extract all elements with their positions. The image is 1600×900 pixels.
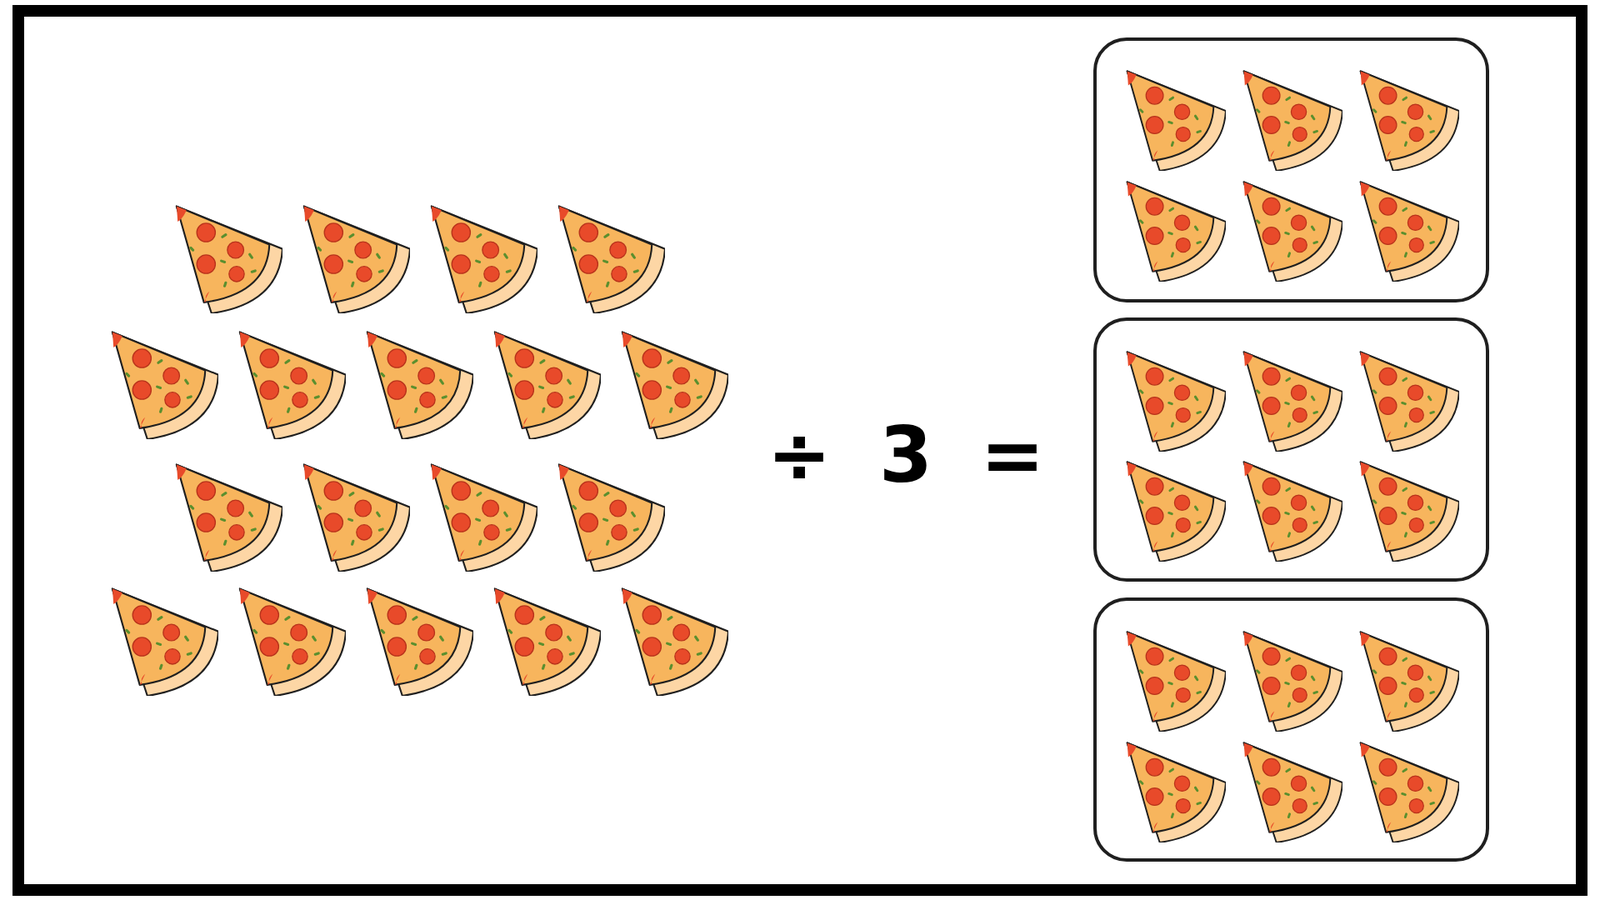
pizza-slice [176, 206, 283, 314]
pizza-slice [112, 332, 219, 440]
operator-symbol: ÷ [766, 417, 831, 495]
pizza-slice [1360, 351, 1460, 452]
pizza-slice [304, 206, 410, 314]
pizza-slice [1244, 181, 1343, 282]
pizza-slice [431, 465, 538, 572]
pizza-slice [176, 465, 283, 572]
pizza-slice [1360, 461, 1460, 562]
pizza-slice [1244, 70, 1343, 171]
pizza-slice [431, 206, 538, 314]
pizza-slice [1127, 631, 1226, 732]
group-box [1095, 319, 1488, 580]
pizza-slice [495, 589, 601, 696]
pizza-slice [1244, 742, 1343, 843]
group-box [1095, 39, 1488, 301]
pizza-slice [240, 332, 346, 440]
pizza-slice [559, 206, 665, 314]
pizza-slice [112, 589, 219, 696]
group-box [1095, 599, 1488, 860]
pizza-slice [1244, 351, 1343, 452]
operator-symbol: = [980, 417, 1045, 495]
pizza-slice [1127, 351, 1226, 452]
pizza-slice [622, 332, 729, 440]
divisor-number: 3 [879, 417, 933, 495]
pizza-slice [622, 589, 729, 696]
pizza-slice [559, 465, 665, 572]
outer-frame [18, 10, 1582, 890]
pizza-slice [1127, 461, 1226, 562]
pizza-slice [495, 332, 601, 440]
pizza-slice [304, 465, 410, 572]
pizza-slice [1360, 181, 1460, 282]
pizza-slice [240, 589, 346, 696]
pizza-slice [367, 589, 474, 696]
pizza-slice [1127, 742, 1226, 843]
pizza-group [1127, 70, 1460, 843]
pizza-slice [1360, 70, 1460, 171]
pizza-slice [367, 332, 474, 440]
pizza-slice [1244, 461, 1343, 562]
pizza-group [112, 206, 729, 696]
pizza-slice [1360, 631, 1460, 732]
pizza-slice [1127, 70, 1226, 171]
pizza-slice [1127, 181, 1226, 282]
pizza-slice [1244, 631, 1343, 732]
pizza-slice [1360, 742, 1460, 843]
